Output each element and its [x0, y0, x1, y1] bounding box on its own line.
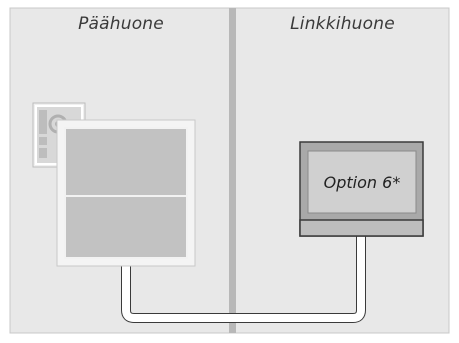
- link-room-tv: [299, 141, 424, 237]
- tv-screen-label: Option 6*: [323, 172, 401, 192]
- main-room-label: Päähuone: [78, 14, 164, 34]
- link-room-label: Linkkihuone: [290, 14, 395, 34]
- room-divider: [229, 8, 236, 333]
- main-room-unit: [56, 119, 196, 267]
- cable: [121, 232, 366, 323]
